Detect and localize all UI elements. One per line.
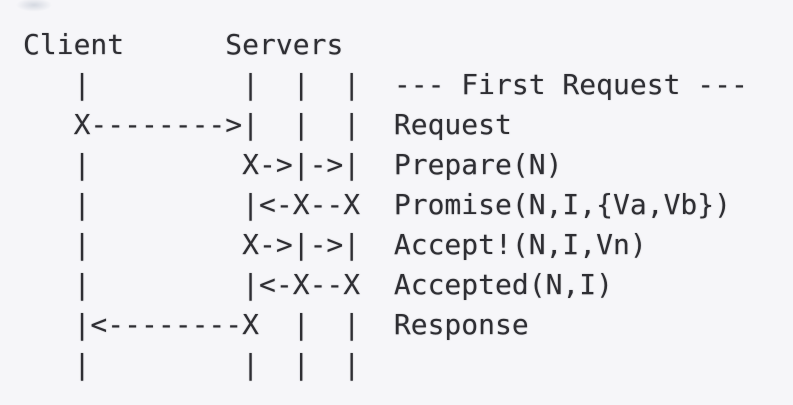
sequence-art: | |<-X--X — [23, 268, 361, 301]
diagram-row-trailing-lifelines: | | | | — [23, 345, 748, 385]
sequence-art: | X->|->| — [23, 148, 361, 181]
sequence-art: X-------->| | | — [23, 108, 361, 141]
diagram-row-first-request: | | | | --- First Request --- — [23, 65, 748, 105]
diagram-row-promise: | |<-X--X Promise(N,I,{Va,Vb}) — [23, 185, 748, 225]
message-label: Promise(N,I,{Va,Vb}) — [393, 188, 732, 221]
message-label: Response — [393, 308, 529, 341]
sequence-art: | |<-X--X — [23, 188, 361, 221]
diagram-row-accept: | X->|->| Accept!(N,I,Vn) — [23, 225, 748, 265]
diagram-row-prepare: | X->|->| Prepare(N) — [23, 145, 748, 185]
paxos-ascii-sequence-diagram: Client Servers | | | | --- First Request -… — [23, 25, 748, 385]
client-column-label: Client — [23, 28, 125, 61]
sequence-art: | | | | — [23, 348, 361, 381]
message-label: Accepted(N,I) — [393, 268, 614, 301]
section-header-label: --- First Request --- — [393, 68, 748, 101]
sequence-art: | X->|->| — [23, 228, 361, 261]
sequence-art: | | | | — [23, 68, 361, 101]
diagram-row-request: X-------->| | | Request — [23, 105, 748, 145]
message-label: Accept!(N,I,Vn) — [393, 228, 647, 261]
diagram-row-response: |<--------X | | Response — [23, 305, 748, 345]
video-artifact-smudge — [10, 0, 58, 14]
column-header-row: Client Servers — [23, 25, 748, 65]
message-label: Prepare(N) — [393, 148, 563, 181]
diagram-row-accepted: | |<-X--X Accepted(N,I) — [23, 265, 748, 305]
message-label: Request — [393, 108, 512, 141]
servers-column-label: Servers — [225, 28, 344, 61]
sequence-art: |<--------X | | — [23, 308, 361, 341]
